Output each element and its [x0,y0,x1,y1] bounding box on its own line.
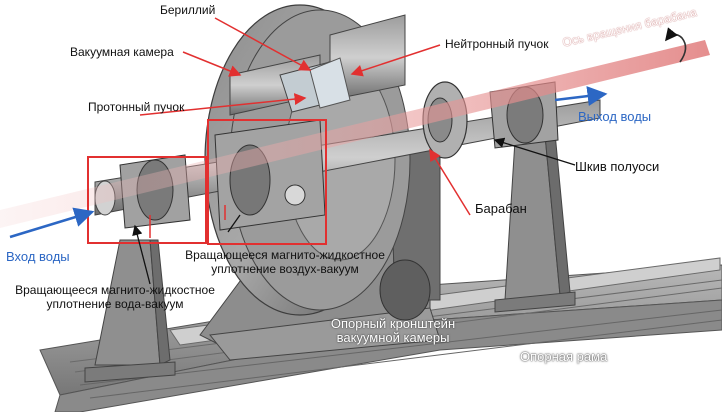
label-water-in: Вход воды [6,249,70,264]
label-seal-air-vacuum-line2: уплотнение воздух-вакуум [211,262,359,276]
leader-arrows [139,17,471,238]
seal-air-vacuum-box [207,119,327,245]
label-seal-water-vacuum-line2: уплотнение вода-вакуум [46,297,184,311]
left-pedestal [84,239,176,383]
label-chamber-bracket-line2: вакуумной камеры [336,330,450,345]
black-leader-arrows [132,137,576,285]
rotation-arrow-icon [664,27,687,63]
label-proton-beam: Протонный пучок [88,100,185,114]
rotation-axis [0,40,710,228]
label-half-shaft-pulley: Шкив полуоси [575,159,660,174]
label-chamber-bracket-line1: Опорный кронштейн [330,316,456,331]
label-neutron-beam: Нейтронный пучок [445,37,549,51]
label-support-frame: Опорная рама [520,349,608,364]
label-water-out: Выход воды [578,109,652,124]
seal-water-vacuum-box [87,156,207,244]
label-drum: Барабан [475,201,527,216]
label-seal-water-vacuum-line1: Вращающееся магнито-жидкостное [15,283,215,297]
label-beryllium: Бериллий [160,3,216,17]
label-vacuum-chamber: Вакуумная камера [70,45,174,59]
label-seal-air-vacuum-line1: Вращающееся магнито-жидкостное [185,248,385,262]
water-in-arrow [9,207,95,239]
right-pedestal [494,132,576,313]
label-seal-water-vacuum: Вращающееся магнито-жидкостное уплотнени… [5,283,225,311]
label-seal-air-vacuum: Вращающееся магнито-жидкостное уплотнени… [175,248,395,276]
label-chamber-bracket: Опорный кронштейн вакуумной камеры [318,317,468,345]
water-out-arrow [554,86,608,107]
